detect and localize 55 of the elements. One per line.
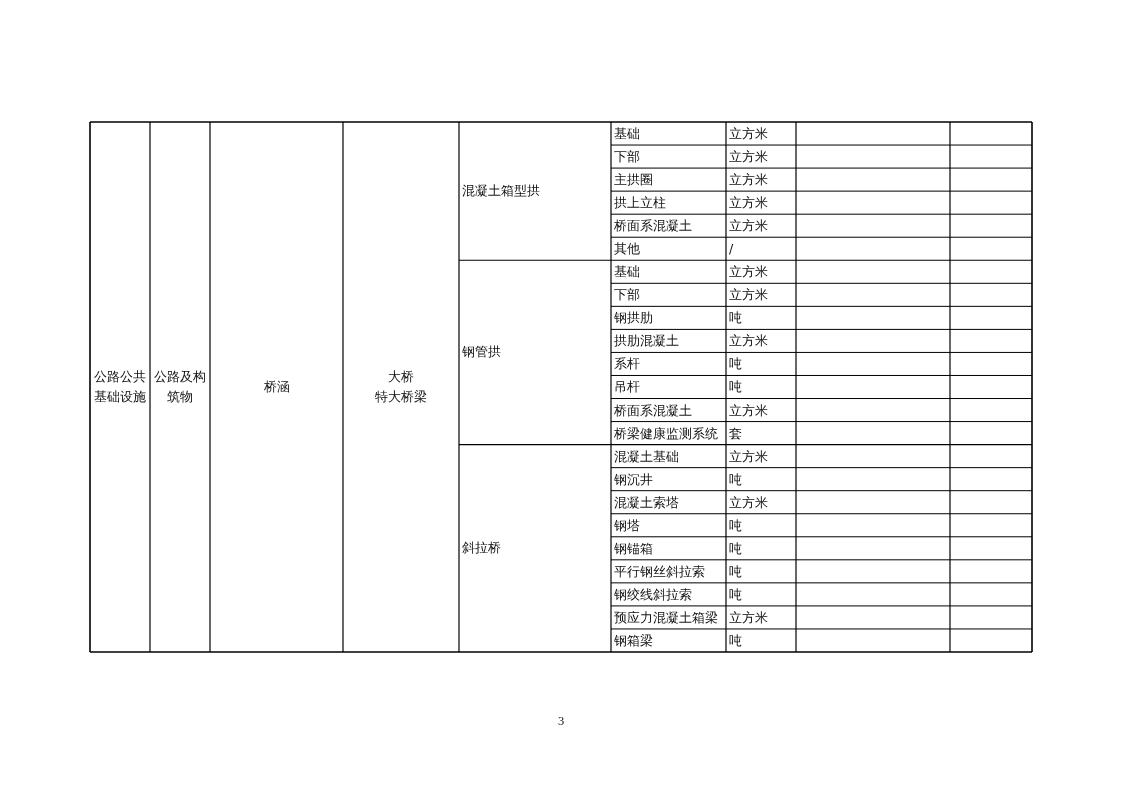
type-label: 钢管拱 (462, 343, 502, 362)
unit-label: 吨 (729, 631, 743, 650)
item-label: 吊杆 (614, 378, 641, 397)
item-label: 桥面系混凝土 (614, 401, 693, 420)
unit-label: 吨 (729, 585, 743, 604)
unit-label: 立方米 (729, 263, 769, 282)
item-label: 平行钢丝斜拉索 (614, 562, 706, 581)
unit-label: 吨 (729, 516, 743, 535)
item-label: 主拱圈 (614, 171, 654, 190)
item-label: 钢塔 (614, 516, 641, 535)
item-label: 基础 (614, 125, 641, 143)
unit-label: / (729, 240, 735, 259)
category-label: 公路及构筑物 (153, 368, 207, 406)
item-label: 桥面系混凝土 (614, 217, 693, 236)
unit-label: 吨 (729, 355, 743, 374)
unit-label: 吨 (729, 539, 743, 558)
unit-label: 吨 (729, 378, 743, 397)
unit-label: 立方米 (729, 171, 769, 190)
unit-label: 立方米 (729, 148, 769, 167)
item-label: 其他 (614, 240, 641, 259)
unit-label: 立方米 (729, 447, 769, 466)
type-label: 混凝土箱型拱 (462, 182, 541, 201)
unit-label: 立方米 (729, 332, 769, 351)
category-label: 公路公共基础设施 (93, 368, 147, 406)
item-label: 桥梁健康监测系统 (614, 424, 719, 443)
item-label: 下部 (614, 148, 641, 167)
unit-label: 立方米 (729, 125, 769, 143)
category-label: 大桥 (387, 368, 415, 386)
unit-label: 立方米 (729, 217, 769, 236)
item-label: 混凝土索塔 (614, 493, 680, 512)
item-label: 钢箱梁 (614, 631, 654, 650)
unit-label: 立方米 (729, 493, 769, 512)
item-label: 基础 (614, 263, 641, 282)
item-label: 预应力混凝土箱梁 (614, 608, 719, 627)
unit-label: 立方米 (729, 401, 769, 420)
unit-label: 吨 (729, 562, 743, 581)
page-number: 3 (556, 713, 566, 730)
unit-label: 立方米 (729, 608, 769, 627)
type-label: 斜拉桥 (462, 539, 502, 558)
item-label: 混凝土基础 (614, 447, 680, 466)
category-label: 桥涵 (262, 378, 291, 396)
item-label: 钢绞线斜拉索 (614, 585, 693, 604)
item-label: 钢沉井 (614, 470, 654, 489)
item-label: 钢拱肋 (614, 309, 654, 328)
unit-label: 套 (729, 424, 743, 443)
unit-label: 立方米 (729, 286, 769, 305)
unit-label: 吨 (729, 309, 743, 328)
item-label: 拱肋混凝土 (614, 332, 680, 351)
category-label: 特大桥梁 (374, 388, 428, 406)
item-label: 下部 (614, 286, 641, 305)
item-label: 拱上立柱 (614, 194, 667, 213)
item-label: 钢锚箱 (614, 539, 654, 558)
unit-label: 吨 (729, 470, 743, 489)
item-label: 系杆 (614, 355, 641, 374)
unit-label: 立方米 (729, 194, 769, 213)
